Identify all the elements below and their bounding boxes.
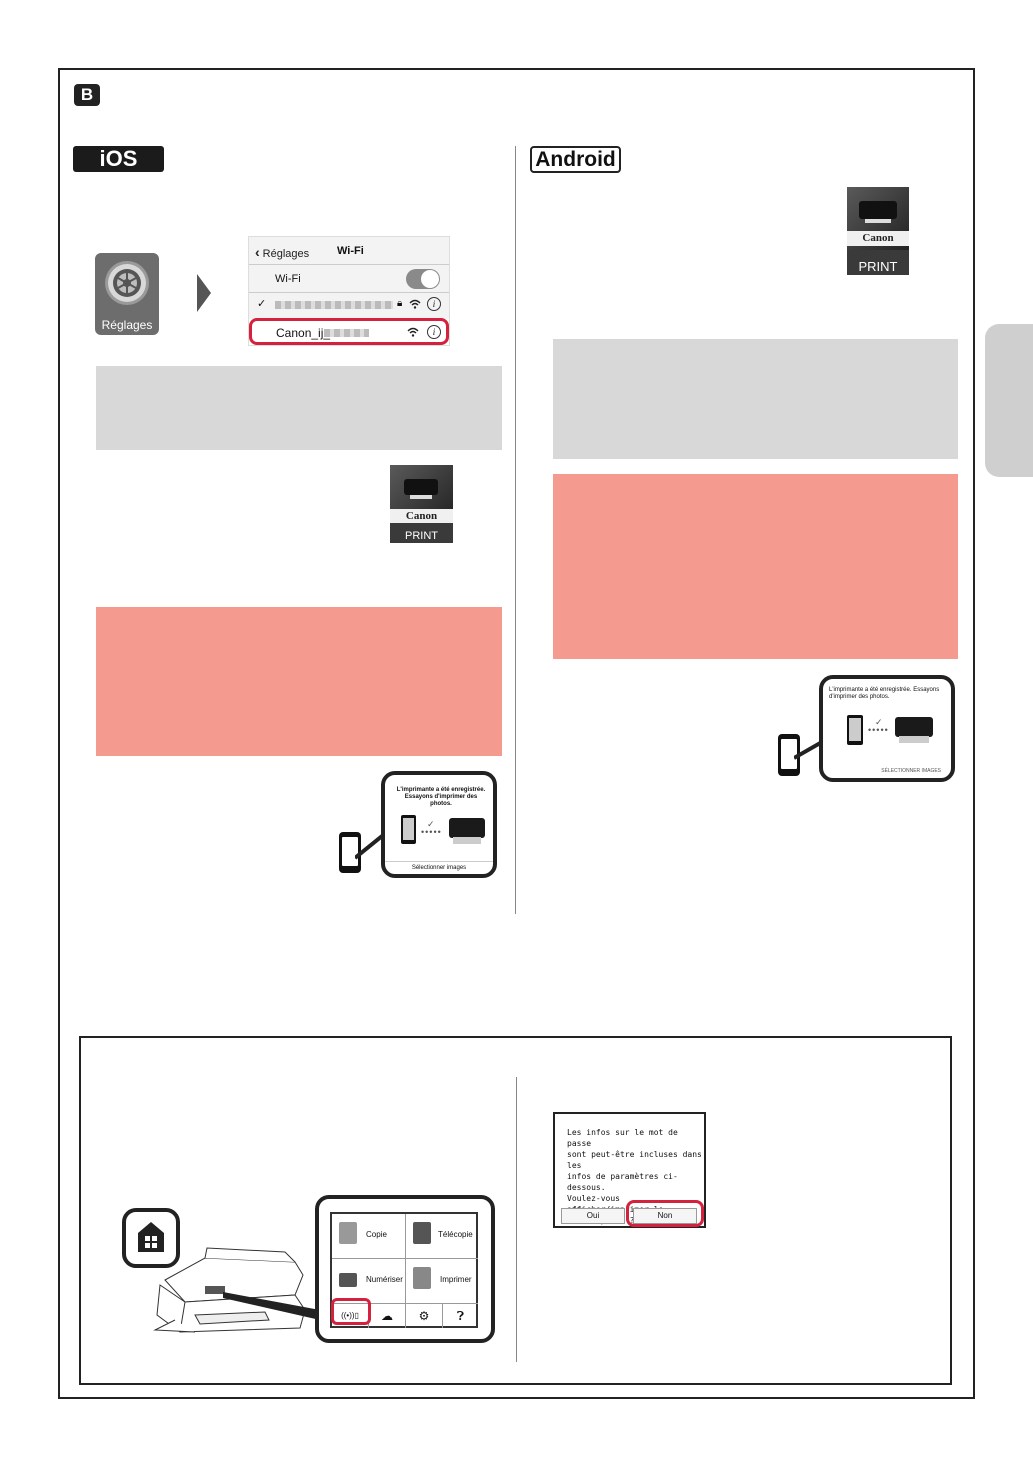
checkmark-icon: ✓ [257,298,267,310]
mini-phone-screen [403,818,414,840]
fax-tile[interactable]: Télécopie [406,1214,478,1259]
mini-printer-icon [895,717,933,743]
column-divider [515,146,516,914]
print-label: PRINT [405,530,438,542]
success-message: L'imprimante a été enregistrée. Essayons… [396,787,486,807]
printer-tray [452,837,482,844]
mini-phone-icon [401,815,416,844]
side-tab [985,324,1033,477]
lock-icon: 🔒︎ [397,298,403,309]
printer-icon [404,479,438,495]
copy-label: Copie [366,1230,387,1239]
canon-logo: Canon [862,231,894,244]
canon-print-app-icon: Canon PRINT [390,465,453,543]
wifi-toggle-label: Wi-Fi [275,273,301,285]
android-note-box [553,339,958,459]
blurred-network-suffix [324,329,369,337]
wifi-panel-header: ‹Réglages Wi-Fi [249,237,449,265]
dialog-line: infos de paramètres ci-dessous. [567,1172,678,1192]
mini-phone-icon [847,715,863,745]
no-button-highlight [626,1200,704,1227]
android-warning-box [553,474,958,659]
section-b-frame [58,68,975,1399]
success-message: L'imprimante a été enregistrée. Essayons… [829,687,940,700]
logo-plate [847,231,909,246]
back-label: Réglages [262,248,310,260]
print-label: PRINT [858,259,898,274]
help-icon[interactable]: ❓︎ [456,1309,465,1323]
dialog-line: sont peut-être incluses dans les [567,1150,702,1170]
print-tile[interactable]: Imprimer [406,1259,478,1304]
wifi-toggle[interactable] [406,269,440,289]
bottom-section-frame [79,1036,952,1385]
wifi-signal-icon [407,327,419,337]
settings-gear-icon[interactable]: ⚙︎ [406,1304,443,1328]
copy-icon [339,1222,357,1244]
printer-icon [859,201,897,219]
check-icon: ✓ [427,819,435,829]
canon-network-highlight [249,318,449,345]
bottom-column-divider [516,1077,517,1362]
canon-print-app-icon: Canon PRINT [847,187,909,275]
connection-dots: ••••• [868,725,889,735]
home-icon [138,1222,164,1252]
fax-icon [413,1222,431,1244]
bubble-tail [794,740,823,760]
android-badge: Android [530,146,621,173]
printer-home-screen: Copie Télécopie Numériser Imprimer ((•))… [330,1212,478,1328]
canon-network-name: Canon_ij_ [276,326,331,340]
scan-label: Numériser [366,1275,403,1284]
printer-illustration [153,1247,320,1333]
connection-dots: ••••• [421,827,442,837]
copy-tile[interactable]: Copie [332,1214,406,1259]
android-success-bubble: L'imprimante a été enregistrée. Essayons… [819,675,955,782]
mini-printer-icon [449,818,485,844]
cloud-icon[interactable]: ☁︎ [369,1304,406,1328]
scanner-icon [339,1273,357,1287]
back-button[interactable]: ‹Réglages [255,244,309,260]
network-row-other[interactable]: ✓ 🔒︎ i [249,293,449,317]
password-dialog: Les infos sur le mot de passe sont peut-… [553,1112,706,1228]
canon-logo: Canon [405,510,438,523]
settings-app-icon: Réglages [95,253,159,335]
wifi-toggle-row: Wi-Fi [249,265,449,293]
ios-badge: iOS [73,146,164,172]
yes-button[interactable]: Oui [561,1208,625,1224]
wifi-signal-icon [409,299,421,309]
mini-phone-screen [849,718,861,741]
arrow-right-icon [197,274,211,312]
dialog-line: Les infos sur le mot de passe [567,1128,678,1148]
smartphone-icon [339,832,361,873]
phone-screen [781,739,797,769]
ios-note-box [96,366,502,450]
paper-shape [865,219,891,223]
select-images-button[interactable]: SÉLECTIONNER IMAGES [881,768,941,774]
paper-shape [410,495,432,499]
print-tile-label: Imprimer [440,1275,472,1284]
smartphone-icon [778,734,800,776]
section-label: B [74,84,100,106]
photo-print-icon [413,1267,431,1289]
toggle-knob [421,270,439,288]
network-row-canon[interactable]: Canon_ij_ i [249,319,449,345]
fax-label: Télécopie [438,1230,473,1239]
blurred-network-name [275,301,393,309]
check-icon: ✓ [875,717,883,727]
select-images-button[interactable]: Sélectionner images [385,861,493,871]
wireless-button-highlight [331,1298,371,1325]
wifi-panel-title: Wi-Fi [337,245,364,257]
gear-icon [105,261,149,305]
no-button[interactable]: Non [633,1208,697,1224]
info-icon[interactable]: i [427,297,441,311]
chevron-left-icon: ‹ [255,244,260,260]
info-icon[interactable]: i [427,325,441,339]
ios-success-bubble: L'imprimante a été enregistrée. Essayons… [381,771,497,878]
phone-screen [342,837,358,866]
home-button-callout [122,1208,180,1268]
logo-plate [390,509,453,523]
wifi-settings-panel: ‹Réglages Wi-Fi Wi-Fi ✓ 🔒︎ i Canon_ij_ i [248,236,450,346]
printer-tray [898,736,930,743]
settings-app-label: Réglages [101,318,153,332]
ios-warning-box [96,607,502,756]
